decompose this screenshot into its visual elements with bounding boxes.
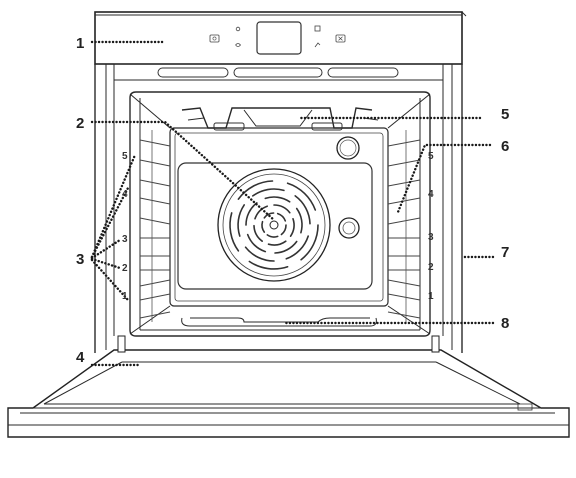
fan-blade-arc xyxy=(261,220,266,233)
shelf-rail-right xyxy=(387,139,421,147)
leader-3b xyxy=(90,186,130,259)
shelf-rail-left xyxy=(139,217,171,225)
cancel-button-icon xyxy=(335,34,346,43)
menu-button-icon xyxy=(314,25,321,32)
callout-labels: 1 2 3 4 5 6 7 8 xyxy=(76,35,509,366)
callout-1: 1 xyxy=(76,35,84,52)
shelf-rail-left xyxy=(139,311,171,319)
fan-blade-arc xyxy=(229,212,240,252)
callout-4: 4 xyxy=(76,349,85,366)
light-button-icon xyxy=(235,26,241,32)
oven-door xyxy=(7,335,570,438)
fan-blade-arc xyxy=(276,212,287,222)
fan-blade-arc xyxy=(252,188,285,197)
shelf-rail-right xyxy=(387,279,421,287)
leader-3c xyxy=(90,238,122,260)
control-panel xyxy=(94,11,467,65)
shelf-level-left-4: 4 xyxy=(122,189,128,200)
fan-blade-arc xyxy=(246,233,267,253)
leader-3a xyxy=(90,153,137,259)
callout-7: 7 xyxy=(501,244,509,261)
shelf-level-left-3: 3 xyxy=(122,234,128,245)
shelf-rail-left xyxy=(139,197,171,205)
shelf-level-labels-right: 5 4 3 2 1 xyxy=(428,151,434,302)
shelf-level-right-1: 1 xyxy=(428,291,434,302)
fan-blade-arc xyxy=(244,246,275,262)
fan-blade-arc xyxy=(248,260,289,270)
shelf-rail-right xyxy=(387,159,421,167)
leader-lines xyxy=(90,40,495,367)
fan-blade-arc xyxy=(285,235,309,260)
shelf-guides-right xyxy=(387,130,421,322)
display-screen xyxy=(256,21,302,55)
power-button-icon xyxy=(209,34,220,43)
fan-blade-arc xyxy=(300,224,319,261)
shelf-rail-right xyxy=(387,217,421,225)
fan-blade-arc xyxy=(286,182,317,211)
fan-blade-arc xyxy=(273,204,291,214)
shelf-rail-right xyxy=(387,197,421,205)
shelf-level-right-4: 4 xyxy=(428,189,434,200)
oven-cavity xyxy=(129,91,431,337)
shelf-rail-right xyxy=(387,293,421,301)
shelf-rail-left xyxy=(139,293,171,301)
callout-5: 5 xyxy=(501,106,509,123)
callout-6: 6 xyxy=(501,138,509,155)
shelf-rail-right xyxy=(387,179,421,187)
circular-fan xyxy=(217,168,331,282)
callout-3: 3 xyxy=(76,251,84,268)
shelf-rail-left xyxy=(139,139,171,147)
shelf-level-left-5: 5 xyxy=(122,151,128,162)
callout-8: 8 xyxy=(501,315,509,332)
fan-blade-arc xyxy=(274,240,298,254)
fan-blade-arc xyxy=(253,224,263,242)
fan-blade-arc xyxy=(267,240,287,246)
oven-body xyxy=(94,63,463,353)
fan-blade-arc xyxy=(294,195,311,225)
shelf-guides-left xyxy=(139,130,171,322)
shelf-rail-left xyxy=(139,179,171,187)
oven-lamp xyxy=(336,136,360,160)
leader-3e xyxy=(90,258,130,302)
fan-blade-arc xyxy=(295,207,303,234)
fan-blade-arc xyxy=(237,204,245,237)
top-heating-element xyxy=(181,107,379,131)
shelf-level-left-2: 2 xyxy=(122,263,128,274)
fan-blade-arc xyxy=(263,212,275,219)
fan-blade-arc xyxy=(280,224,287,236)
leader-2 xyxy=(90,120,276,222)
shelf-level-right-2: 2 xyxy=(428,262,434,273)
favourite-button-icon xyxy=(235,43,242,47)
fan-blade-arc xyxy=(237,180,274,200)
shelf-rail-left xyxy=(139,279,171,287)
fan-blade-arc xyxy=(266,234,279,238)
callout-2: 2 xyxy=(76,115,84,132)
fan-blade-arc xyxy=(264,196,291,203)
shelf-level-right-3: 3 xyxy=(428,232,434,243)
settings-button-icon xyxy=(314,42,321,48)
shelf-level-left-1: 1 xyxy=(122,291,128,302)
leader-6 xyxy=(396,143,492,214)
shelf-level-right-5: 5 xyxy=(428,151,434,162)
fan-blade-arc xyxy=(254,205,268,220)
shelf-rail-right xyxy=(387,311,421,319)
meat-probe-socket xyxy=(338,217,360,239)
shelf-level-labels-left: 5 4 3 2 1 xyxy=(122,151,128,302)
fan-blade-arc xyxy=(289,218,295,237)
shelf-rail-left xyxy=(139,159,171,167)
leader-3d xyxy=(90,257,122,270)
